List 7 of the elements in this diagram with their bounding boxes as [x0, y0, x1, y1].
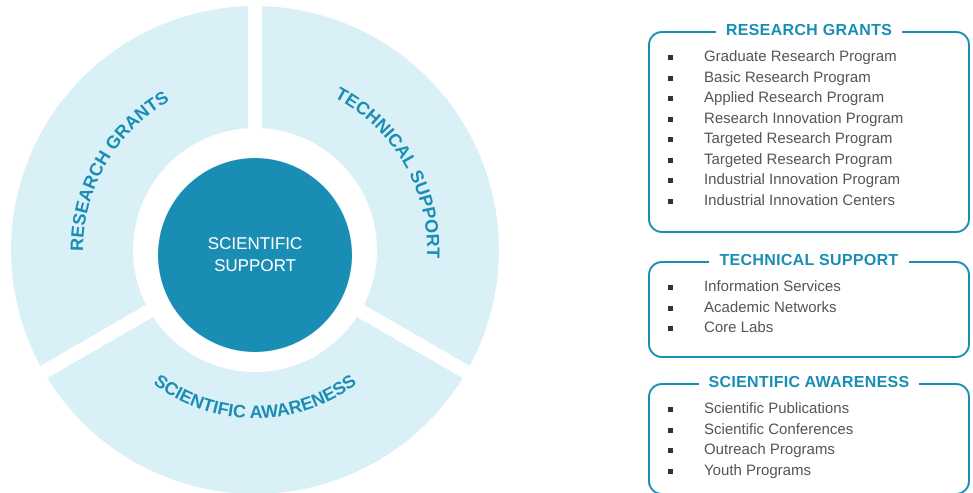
hub-circle: SCIENTIFIC SUPPORT	[158, 158, 352, 352]
list-item: Graduate Research Program	[668, 47, 897, 68]
list-item: Targeted Research Program	[668, 129, 892, 150]
list-item: Industrial Innovation Program	[668, 170, 900, 190]
list-item: Outreach Programs	[668, 440, 835, 460]
ring-segment	[47, 316, 463, 493]
list-item: Applied Research Program	[668, 88, 884, 108]
